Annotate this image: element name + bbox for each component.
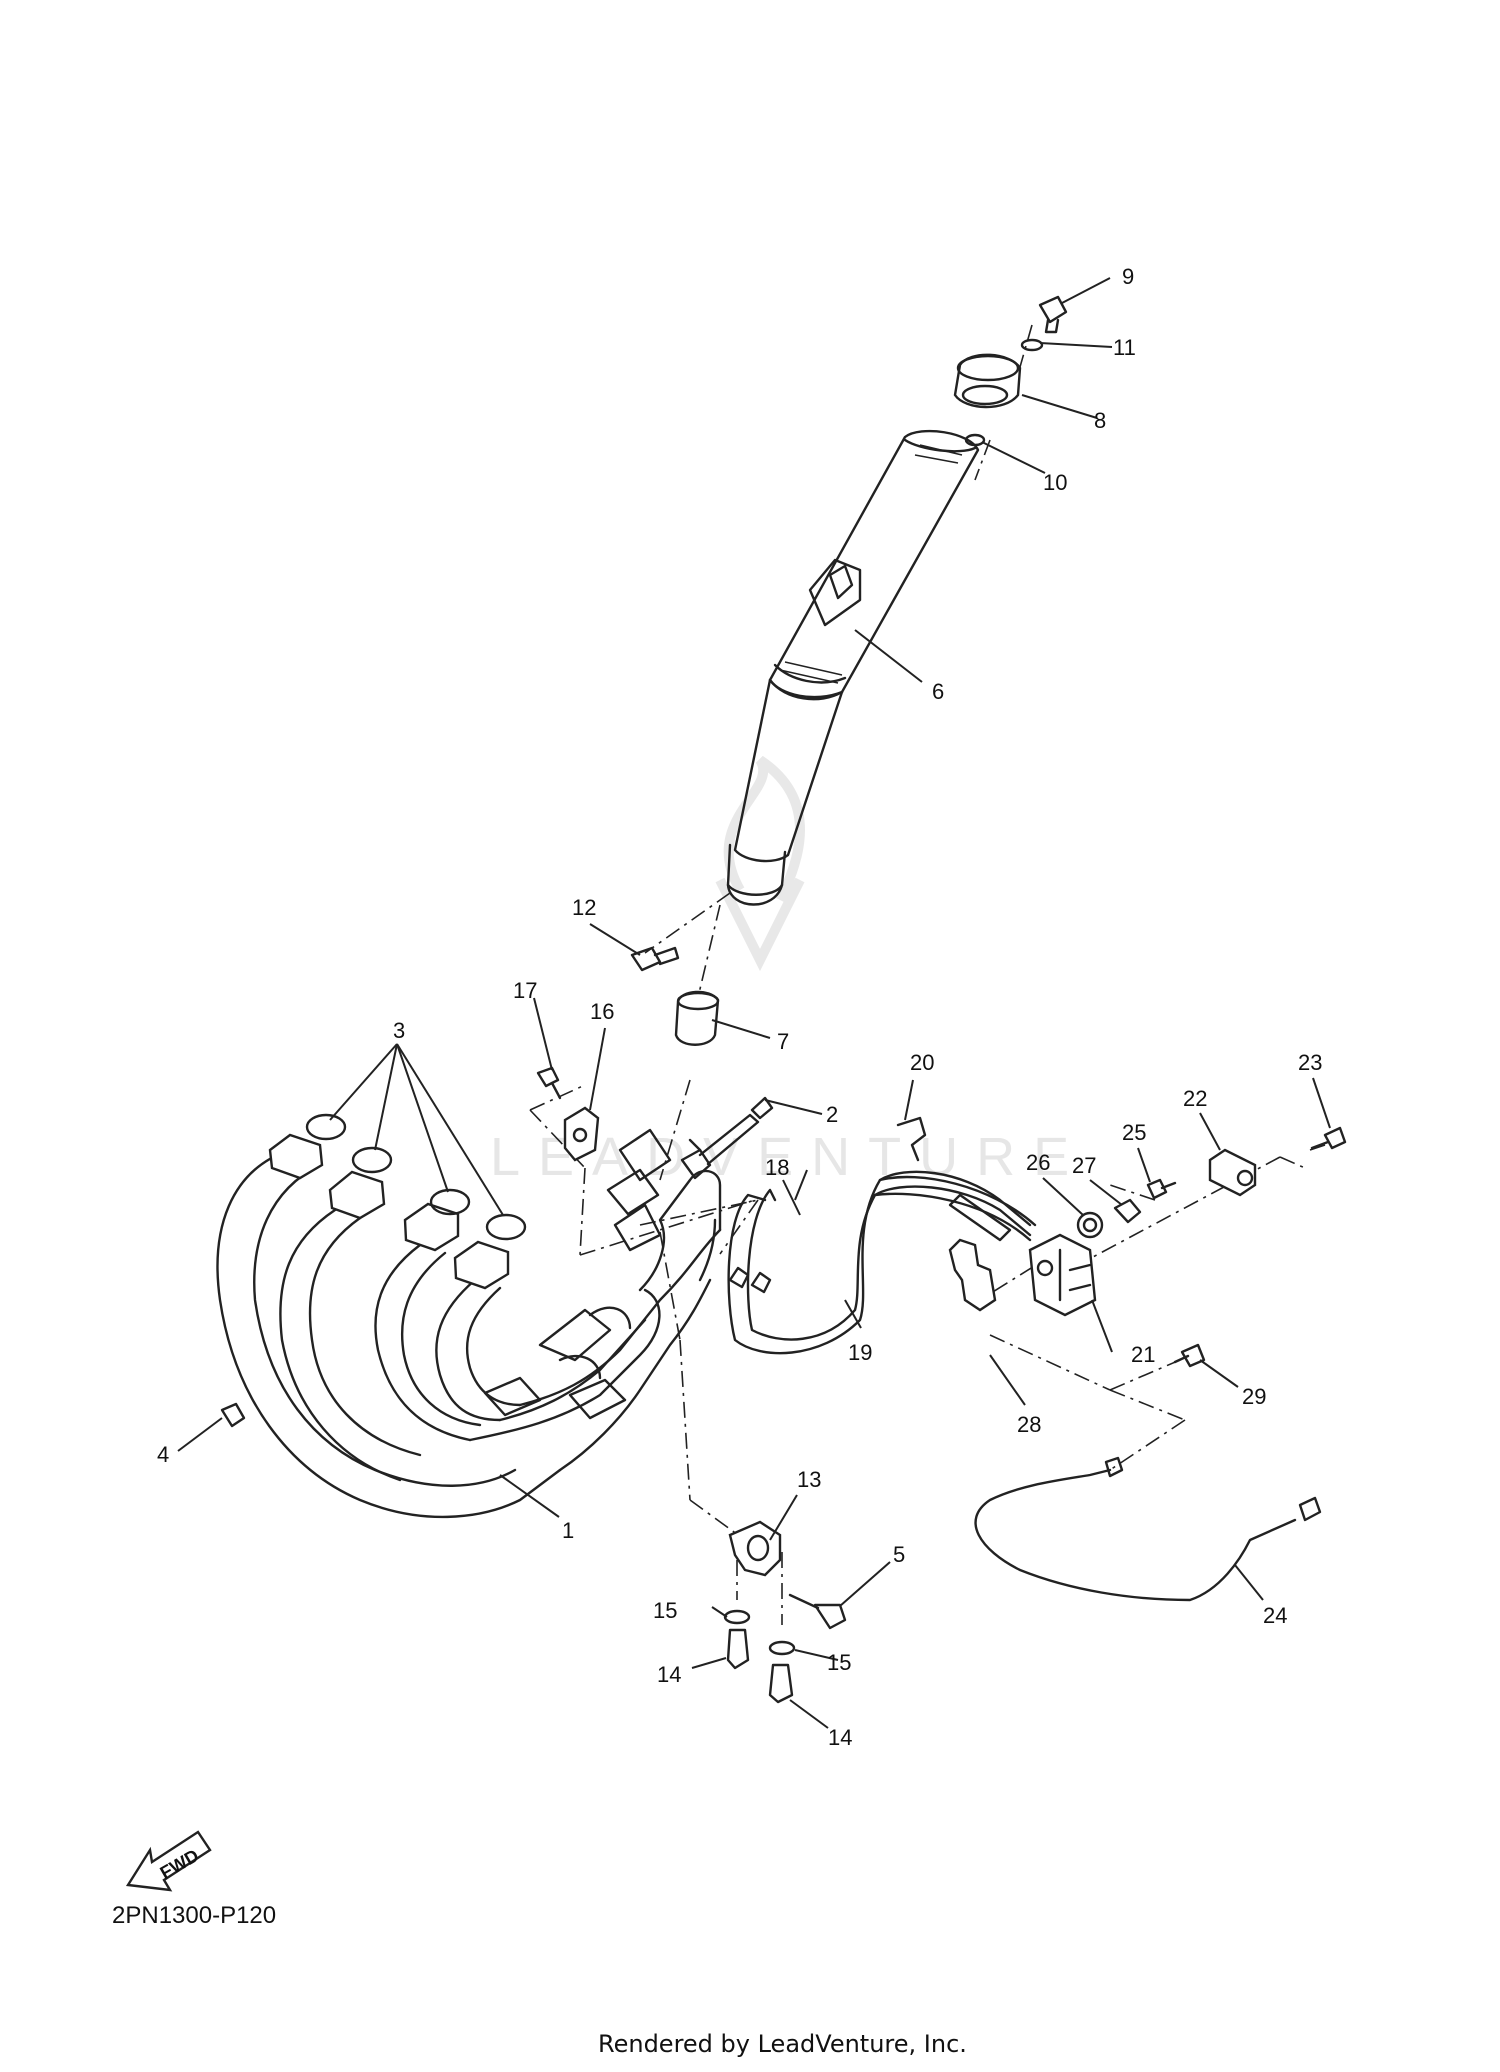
callout-17: 17 [513,978,537,1003]
bolt-9 [1038,295,1068,334]
callout-22: 22 [1183,1086,1207,1111]
bracket-16 [563,1106,600,1162]
bolt-14b [768,1663,794,1704]
collar-27 [1113,1198,1142,1224]
bolt-25 [1146,1178,1177,1200]
assembly-lines [529,324,1326,1625]
callout-25: 25 [1122,1120,1146,1145]
callout-11: 11 [1113,335,1136,360]
wire-harness-24 [974,1456,1322,1602]
callout-1: 1 [562,1518,574,1543]
gaskets [305,1113,527,1241]
washer-15a [723,1609,751,1625]
callout-15b: 15 [827,1650,851,1675]
band [674,990,720,1046]
callout-29: 29 [1242,1384,1266,1409]
callout-19: 19 [848,1340,872,1365]
callout-4: 4 [157,1442,169,1467]
callout-14: 14 [657,1662,681,1687]
callout-9: 9 [1122,264,1134,289]
callout-12: 12 [572,895,596,920]
callout-26: 26 [1026,1150,1050,1175]
callouts: 1 2 3 4 5 6 7 8 9 10 11 12 13 14 15 16 1… [157,264,1322,1750]
end-cap [953,353,1022,409]
sensor-lead-2 [688,1138,702,1152]
callout-27: 27 [1072,1153,1096,1178]
bolt-17 [536,1066,562,1100]
servo-motor-21 [1028,1233,1097,1317]
cable-clamp-20 [896,1116,927,1162]
callout-20: 20 [910,1050,934,1075]
washer-11 [1020,338,1044,352]
exhaust-header [216,1128,722,1519]
bracket-13 [728,1520,782,1577]
plug [220,1402,246,1428]
grommet-26 [1076,1211,1104,1239]
oxygen-sensor-2 [680,1096,774,1180]
callout-14b: 14 [828,1725,852,1750]
callout-10: 10 [1043,470,1067,495]
callout-21: 21 [1131,1342,1155,1367]
bolt-29 [1173,1343,1206,1368]
leader-lines [177,277,1331,1729]
bolt-12 [630,946,680,972]
callout-6: 6 [932,679,944,704]
cover-22 [1208,1148,1257,1197]
rendered-by-footer: Rendered by LeadVenture, Inc. [598,2030,967,2058]
washer-15b [768,1640,796,1656]
screw-23 [1310,1126,1347,1150]
callout-8: 8 [1094,408,1106,433]
callout-2: 2 [826,1102,838,1127]
bolt-14a [726,1628,750,1670]
callout-3: 3 [393,1018,405,1043]
callout-23: 23 [1298,1050,1322,1075]
washer-10 [964,433,986,447]
bolt-5 [788,1593,847,1630]
cables-18-19 [727,1170,1037,1355]
bracket-28 [948,1238,997,1312]
muffler [726,429,980,906]
callout-13: 13 [797,1467,821,1492]
callout-24: 24 [1263,1603,1287,1628]
callout-28: 28 [1017,1412,1041,1437]
fwd-arrow-icon: FWD [125,1830,212,1892]
diagram-code: 2PN1300-P120 [112,1902,277,1929]
callout-15: 15 [653,1598,677,1623]
callout-5: 5 [893,1542,905,1567]
callout-7: 7 [777,1029,789,1054]
callout-18: 18 [765,1155,789,1180]
callout-16: 16 [590,999,614,1024]
